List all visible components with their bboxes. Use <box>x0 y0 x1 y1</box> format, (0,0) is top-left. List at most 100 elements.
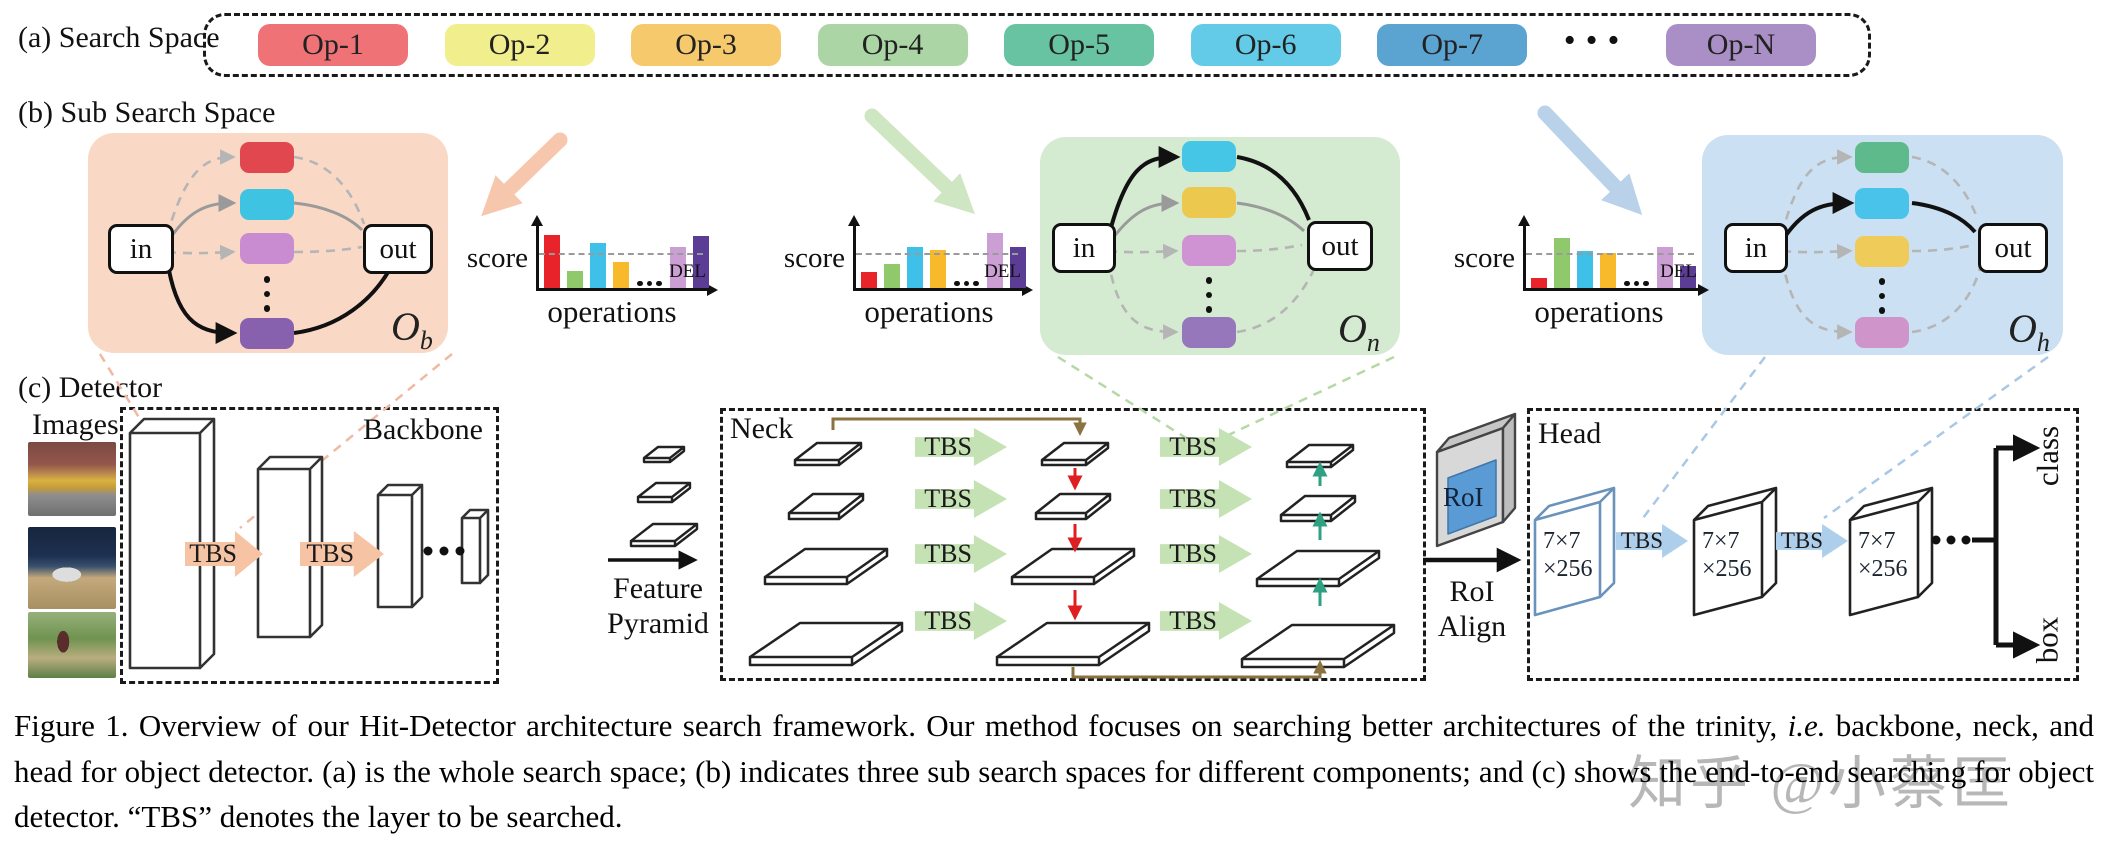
feature-pyramid-label-1: Feature <box>613 572 703 605</box>
op-pill: Op-6 <box>1190 24 1341 66</box>
subspace-symbol: On <box>1338 306 1380 357</box>
backbone-label: Backbone <box>363 413 483 446</box>
tbs-arrow: TBS <box>1160 428 1252 466</box>
tbs-arrow: TBS <box>300 531 384 577</box>
score-bar <box>1531 278 1547 288</box>
score-chart-neck: score operations DEL <box>784 215 1033 329</box>
tbs-arrow: TBS <box>185 531 263 577</box>
search-space-box: Op-1 Op-2 Op-3 Op-4 Op-5 Op-6 Op-7 ••• O… <box>203 13 1871 77</box>
score-bar <box>1600 253 1616 288</box>
score-bars <box>861 233 1026 288</box>
score-chart-backbone: score operations DEL <box>467 215 718 329</box>
vertical-ellipsis <box>1205 277 1213 321</box>
panel-b-label: (b) Sub Search Space <box>18 96 276 129</box>
ellipsis-dots: ••• <box>1563 22 1630 59</box>
roi-align-label-1: RoI <box>1449 575 1495 608</box>
head-label: Head <box>1538 417 1602 450</box>
panel-c-label: (c) Detector <box>18 371 163 404</box>
score-bar <box>1656 247 1673 288</box>
head-block-size: 7×7×256 <box>1858 528 1908 583</box>
candidate-op <box>240 233 294 264</box>
ellipsis-dots <box>1624 280 1649 286</box>
sample-photo-bus <box>28 442 116 516</box>
class-output-label: class <box>2030 425 2066 487</box>
candidate-op <box>1182 141 1236 172</box>
backbone-subspace: in out Ob <box>88 133 448 355</box>
head-block-size: 7×7×256 <box>1543 528 1593 583</box>
ellipsis-dots <box>637 280 662 286</box>
tbs-arrow: TBS <box>1160 480 1252 518</box>
feature-pyramid-label-2: Pyramid <box>607 607 709 640</box>
head-block-size: 7×7×256 <box>1702 528 1752 583</box>
neck-subspace: in out On <box>1040 137 1400 357</box>
roi-label: RoI <box>1443 482 1484 512</box>
score-bar <box>613 262 629 288</box>
y-axis-label: score <box>1453 242 1515 274</box>
tbs-arrow: TBS <box>915 535 1007 573</box>
vertical-ellipsis <box>263 276 271 320</box>
score-bar <box>986 233 1003 288</box>
vertical-ellipsis <box>1878 278 1886 322</box>
sample-photo-dog <box>28 527 116 609</box>
candidate-op <box>1855 317 1909 348</box>
box-output-label: box <box>2029 616 2065 664</box>
out-node: out <box>1307 221 1373 271</box>
in-node: in <box>1724 223 1788 273</box>
roi-panel <box>1435 412 1517 548</box>
threshold-line <box>1526 253 1694 255</box>
tbs-arrow: TBS <box>915 428 1007 466</box>
ellipsis-dots <box>954 280 979 286</box>
panel-a-label: (a) Search Space <box>18 21 220 54</box>
x-axis-label: operations <box>1534 294 1664 329</box>
score-bar <box>567 271 583 288</box>
candidate-op <box>1182 187 1236 218</box>
op-pill: Op-2 <box>444 24 595 66</box>
y-axis-label: score <box>466 242 528 274</box>
tbs-arrow: TBS <box>915 602 1007 640</box>
candidate-op <box>240 142 294 173</box>
del-threshold-label: DEL <box>1660 261 1697 282</box>
subspace-symbol: Oh <box>2008 306 2050 357</box>
neck-box <box>720 408 1426 681</box>
feature-pyramid-planes <box>629 445 699 548</box>
head-box <box>1527 408 2079 681</box>
watermark: 知乎 @小蔡匡 <box>1628 751 2014 816</box>
x-axis-label: operations <box>864 294 994 329</box>
threshold-line <box>539 253 703 255</box>
y-axis-label: score <box>783 242 845 274</box>
neck-label: Neck <box>730 412 794 445</box>
candidate-op <box>1182 317 1236 348</box>
out-node: out <box>363 224 433 274</box>
op-pill: Op-1 <box>258 24 408 66</box>
candidate-op <box>1182 235 1236 266</box>
op-pill: Op-4 <box>817 24 968 66</box>
in-node: in <box>108 224 174 274</box>
out-node: out <box>1978 223 2048 273</box>
score-bars <box>1531 238 1696 288</box>
score-bar <box>884 264 900 288</box>
tbs-arrow: TBS <box>1160 535 1252 573</box>
in-node: in <box>1052 223 1116 273</box>
score-bar <box>590 243 606 288</box>
tbs-arrow: TBS <box>1776 524 1848 558</box>
op-pill: Op-5 <box>1004 24 1155 66</box>
figure-caption: Figure 1. Overview of our Hit-Detector a… <box>14 708 2094 835</box>
images-label: Images <box>32 408 119 441</box>
score-bar <box>1577 251 1593 288</box>
score-bar <box>1554 238 1570 288</box>
score-bar <box>669 247 686 288</box>
del-threshold-label: DEL <box>984 261 1021 282</box>
op-pill: Op-N <box>1665 24 1816 66</box>
head-subspace: in out Oh <box>1702 135 2063 357</box>
subspace-symbol: Ob <box>391 304 433 355</box>
tbs-arrow: TBS <box>1616 524 1688 558</box>
score-chart-head: score operations DEL <box>1454 215 1709 329</box>
score-bar <box>692 236 709 288</box>
sample-photo-baseball <box>28 612 116 678</box>
roi-align-label-2: Align <box>1437 610 1507 643</box>
candidate-op <box>240 189 294 220</box>
tbs-arrow: TBS <box>1160 602 1252 640</box>
op-pill: Op-7 <box>1377 24 1528 66</box>
candidate-op <box>1855 188 1909 219</box>
